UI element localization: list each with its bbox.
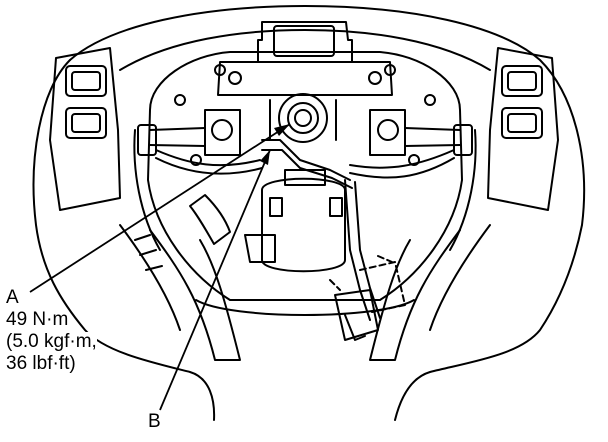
callout-a-torque-kgf: (5.0 kgf·m,: [6, 331, 97, 352]
cable-reel: [244, 169, 346, 273]
wheel-rim-inner: [119, 29, 491, 71]
arrowhead-b: [260, 150, 270, 165]
wheel-rim-outer: [69, 5, 586, 421]
left-bracket: [137, 94, 241, 166]
right-bracket: [369, 94, 473, 166]
right-switch-panel: [487, 47, 559, 211]
callout-a-torque-lbf: 36 lbf·ft): [6, 353, 76, 374]
leader-line-a: [29, 123, 291, 293]
callout-b-letter: B: [148, 411, 161, 432]
lower-right-spoke: [369, 229, 461, 361]
upper-connector-block: [214, 21, 396, 96]
callout-a-torque-nm: 49 N·m: [6, 309, 69, 330]
wiring-harness: [155, 139, 455, 321]
hub-housing: [147, 51, 463, 301]
left-switch-panel: [49, 47, 121, 211]
lower-left-spoke: [149, 229, 241, 361]
center-bolt: [269, 93, 337, 143]
wheel-rim-outer-left: [32, 59, 216, 421]
callout-a-letter: A: [6, 287, 19, 308]
lower-connector: [329, 255, 406, 341]
leader-line-b: [159, 149, 271, 411]
arrowhead-a: [274, 124, 290, 136]
